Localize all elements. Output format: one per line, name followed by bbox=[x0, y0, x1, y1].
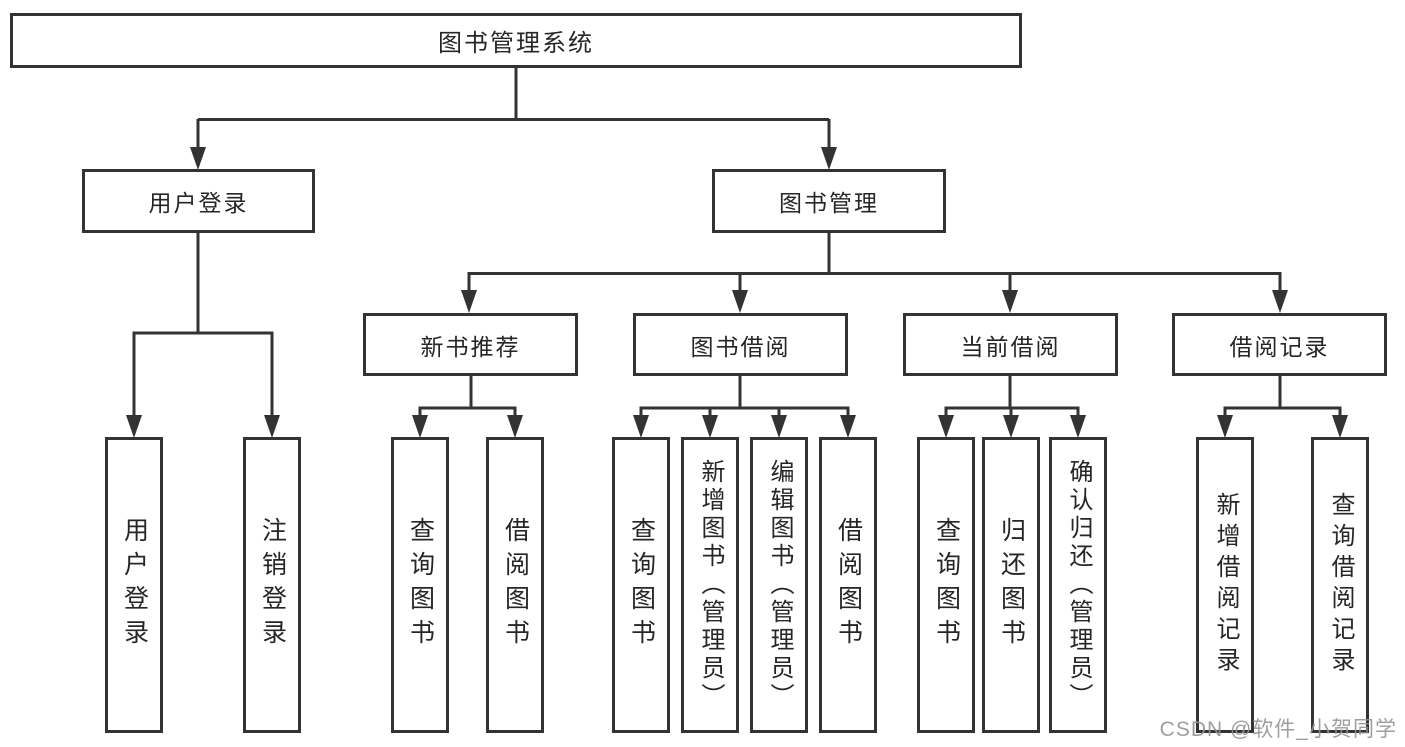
node-new-book-recommend: 新书推荐 bbox=[363, 313, 578, 376]
leaf-user-login: 用户登录 bbox=[105, 437, 163, 733]
leaf-confirm-return-admin-label: 确认归还（管理员） bbox=[1065, 459, 1092, 711]
arrowheads-borrowing-records bbox=[1217, 415, 1348, 438]
arrowheads-user-login bbox=[126, 415, 280, 438]
leaf-query-borrow-record: 查询借阅记录 bbox=[1311, 437, 1369, 733]
node-borrowing-records: 借阅记录 bbox=[1172, 313, 1387, 376]
node-current-borrowing-label: 当前借阅 bbox=[960, 333, 1061, 360]
connector-root-to-level2 bbox=[196, 67, 831, 150]
leaf-borrow-books-borrowing: 借阅图书 bbox=[819, 437, 877, 733]
leaf-borrow-books-recommend: 借阅图书 bbox=[486, 437, 544, 733]
leaf-add-book-admin: 新增图书（管理员） bbox=[681, 437, 739, 733]
node-book-management: 图书管理 bbox=[712, 169, 946, 233]
leaf-add-book-admin-label: 新增图书（管理员） bbox=[697, 459, 724, 711]
connector-book-management bbox=[467, 233, 1282, 293]
leaf-return-books: 归还图书 bbox=[982, 437, 1040, 733]
leaf-query-borrow-record-label: 查询借阅记录 bbox=[1327, 492, 1354, 678]
arrowheads-book-borrowing bbox=[633, 415, 856, 438]
leaf-add-borrow-record-label: 新增借阅记录 bbox=[1212, 492, 1239, 678]
leaf-edit-book-admin-label: 编辑图书（管理员） bbox=[766, 459, 793, 711]
connector-user-login bbox=[132, 233, 274, 418]
arrowheads-level2 bbox=[190, 147, 837, 170]
leaf-logout: 注销登录 bbox=[243, 437, 301, 733]
leaf-query-books-current: 查询图书 bbox=[917, 437, 975, 733]
leaf-edit-book-admin: 编辑图书（管理员） bbox=[750, 437, 808, 733]
leaf-borrow-books-recommend-label: 借阅图书 bbox=[501, 517, 530, 653]
node-library-system: 图书管理系统 bbox=[10, 13, 1022, 68]
node-user-login: 用户登录 bbox=[82, 169, 315, 233]
arrowheads-new-book bbox=[412, 415, 523, 438]
node-book-borrowing-label: 图书借阅 bbox=[690, 333, 791, 360]
connector-book-borrowing bbox=[639, 376, 850, 418]
leaf-query-books-current-label: 查询图书 bbox=[932, 517, 961, 653]
leaf-confirm-return-admin: 确认归还（管理员） bbox=[1049, 437, 1107, 733]
leaf-return-books-label: 归还图书 bbox=[997, 517, 1026, 653]
leaf-logout-label: 注销登录 bbox=[258, 517, 287, 653]
node-borrowing-records-label: 借阅记录 bbox=[1229, 333, 1330, 360]
connector-borrowing-records bbox=[1223, 376, 1342, 418]
leaf-query-books-borrowing: 查询图书 bbox=[612, 437, 670, 733]
node-new-book-recommend-label: 新书推荐 bbox=[420, 333, 521, 360]
node-book-borrowing: 图书借阅 bbox=[633, 313, 848, 376]
leaf-add-borrow-record: 新增借阅记录 bbox=[1196, 437, 1254, 733]
node-user-login-label: 用户登录 bbox=[148, 190, 249, 216]
leaf-query-books-borrowing-label: 查询图书 bbox=[627, 517, 656, 653]
leaf-query-books-recommend: 查询图书 bbox=[391, 437, 449, 733]
arrowheads-current-borrowing bbox=[938, 415, 1086, 438]
connector-new-book bbox=[418, 376, 517, 418]
leaf-borrow-books-borrowing-label: 借阅图书 bbox=[834, 517, 863, 653]
csdn-watermark: CSDN @软件_小贺同学 bbox=[1159, 718, 1397, 741]
connector-current-borrowing bbox=[944, 376, 1080, 418]
arrowheads-level3 bbox=[461, 290, 1288, 313]
leaf-user-login-label: 用户登录 bbox=[120, 517, 149, 653]
node-current-borrowing: 当前借阅 bbox=[903, 313, 1118, 376]
node-library-system-label: 图书管理系统 bbox=[438, 30, 594, 57]
node-book-management-label: 图书管理 bbox=[779, 190, 879, 216]
leaf-query-books-recommend-label: 查询图书 bbox=[406, 517, 435, 653]
